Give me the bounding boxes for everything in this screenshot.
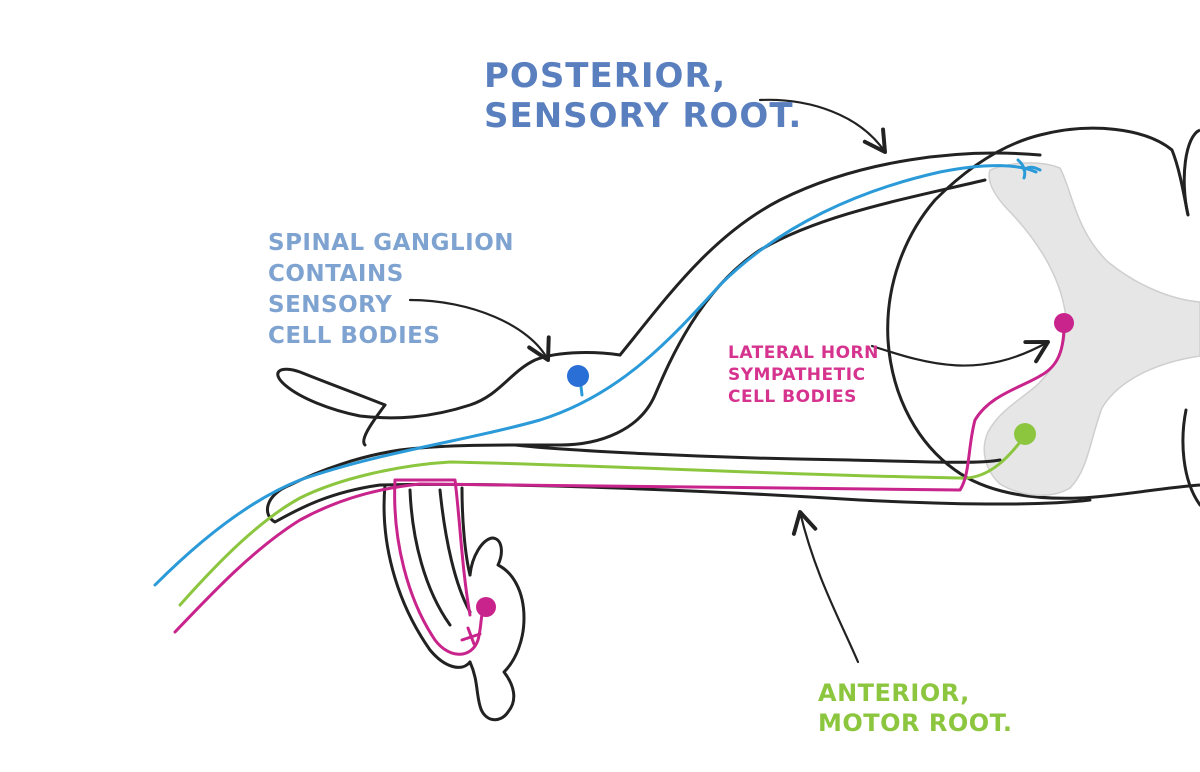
lateral-label-line-3: CELL BODIES (728, 387, 857, 407)
posterior-sensory-root-label: POSTERIOR, SENSORY ROOT. (484, 56, 802, 136)
posterior-root-upper-outline (618, 151, 1042, 357)
anterior-root-arrow (791, 510, 860, 664)
posterior-root-arrow (758, 98, 887, 154)
lateral-horn-arrow (870, 340, 1050, 367)
sympathetic-fiber (173, 323, 1066, 634)
lateral-label-line-2: SYMPATHETIC (728, 365, 866, 385)
ganglion-lower-outline (288, 443, 522, 487)
posterior-label-line-2: SENSORY ROOT. (484, 96, 803, 136)
sensory-fiber (153, 164, 1038, 587)
ganglion-label-line-3: SENSORY (268, 292, 393, 318)
rami-communicantes-outline (382, 483, 472, 669)
anterior-label-line-1: ANTERIOR, (818, 679, 970, 707)
nerve-outlines (265, 151, 1092, 722)
anterior-motor-root-label: ANTERIOR, MOTOR ROOT. (818, 678, 1013, 738)
sympathetic-ganglion-cell-body (476, 597, 496, 617)
cord-fissure (1170, 148, 1200, 507)
sympathetic-ganglion-outline (468, 536, 526, 722)
ganglion-label-line-1: SPINAL GANGLION (268, 230, 515, 256)
spinal-nerve-lower-outline (265, 482, 1092, 524)
motor-fiber (178, 434, 1027, 607)
pointer-arrows (408, 98, 1050, 664)
lateral-horn-cell-body (1054, 313, 1074, 333)
ganglion-label-line-2: CONTAINS (268, 261, 404, 287)
ganglion-arrow (408, 298, 551, 362)
cell-bodies (476, 313, 1074, 617)
cord-gray-matter (983, 162, 1200, 496)
spinal-ganglion-label: SPINAL GANGLION CONTAINS SENSORY CELL BO… (268, 228, 514, 352)
sympathetic-terminal (460, 626, 482, 646)
sensory-fiber-terminal (1016, 158, 1042, 180)
posterior-label-line-1: POSTERIOR, (484, 56, 727, 96)
ganglion-label-line-4: CELL BODIES (268, 323, 441, 349)
lateral-label-line-1: LATERAL HORN (728, 343, 879, 363)
lateral-horn-label: LATERAL HORN SYMPATHETIC CELL BODIES (728, 342, 879, 408)
anterior-label-line-2: MOTOR ROOT. (818, 709, 1013, 737)
sympathetic-loop (393, 478, 487, 656)
fibers (153, 158, 1066, 656)
anterior-horn-cell-body (1014, 423, 1036, 445)
lateral-branch-outline (362, 403, 387, 447)
sensory-cell-body (567, 365, 589, 387)
anterior-root-upper-outline (513, 443, 1002, 464)
spinal-cord (886, 126, 1200, 507)
